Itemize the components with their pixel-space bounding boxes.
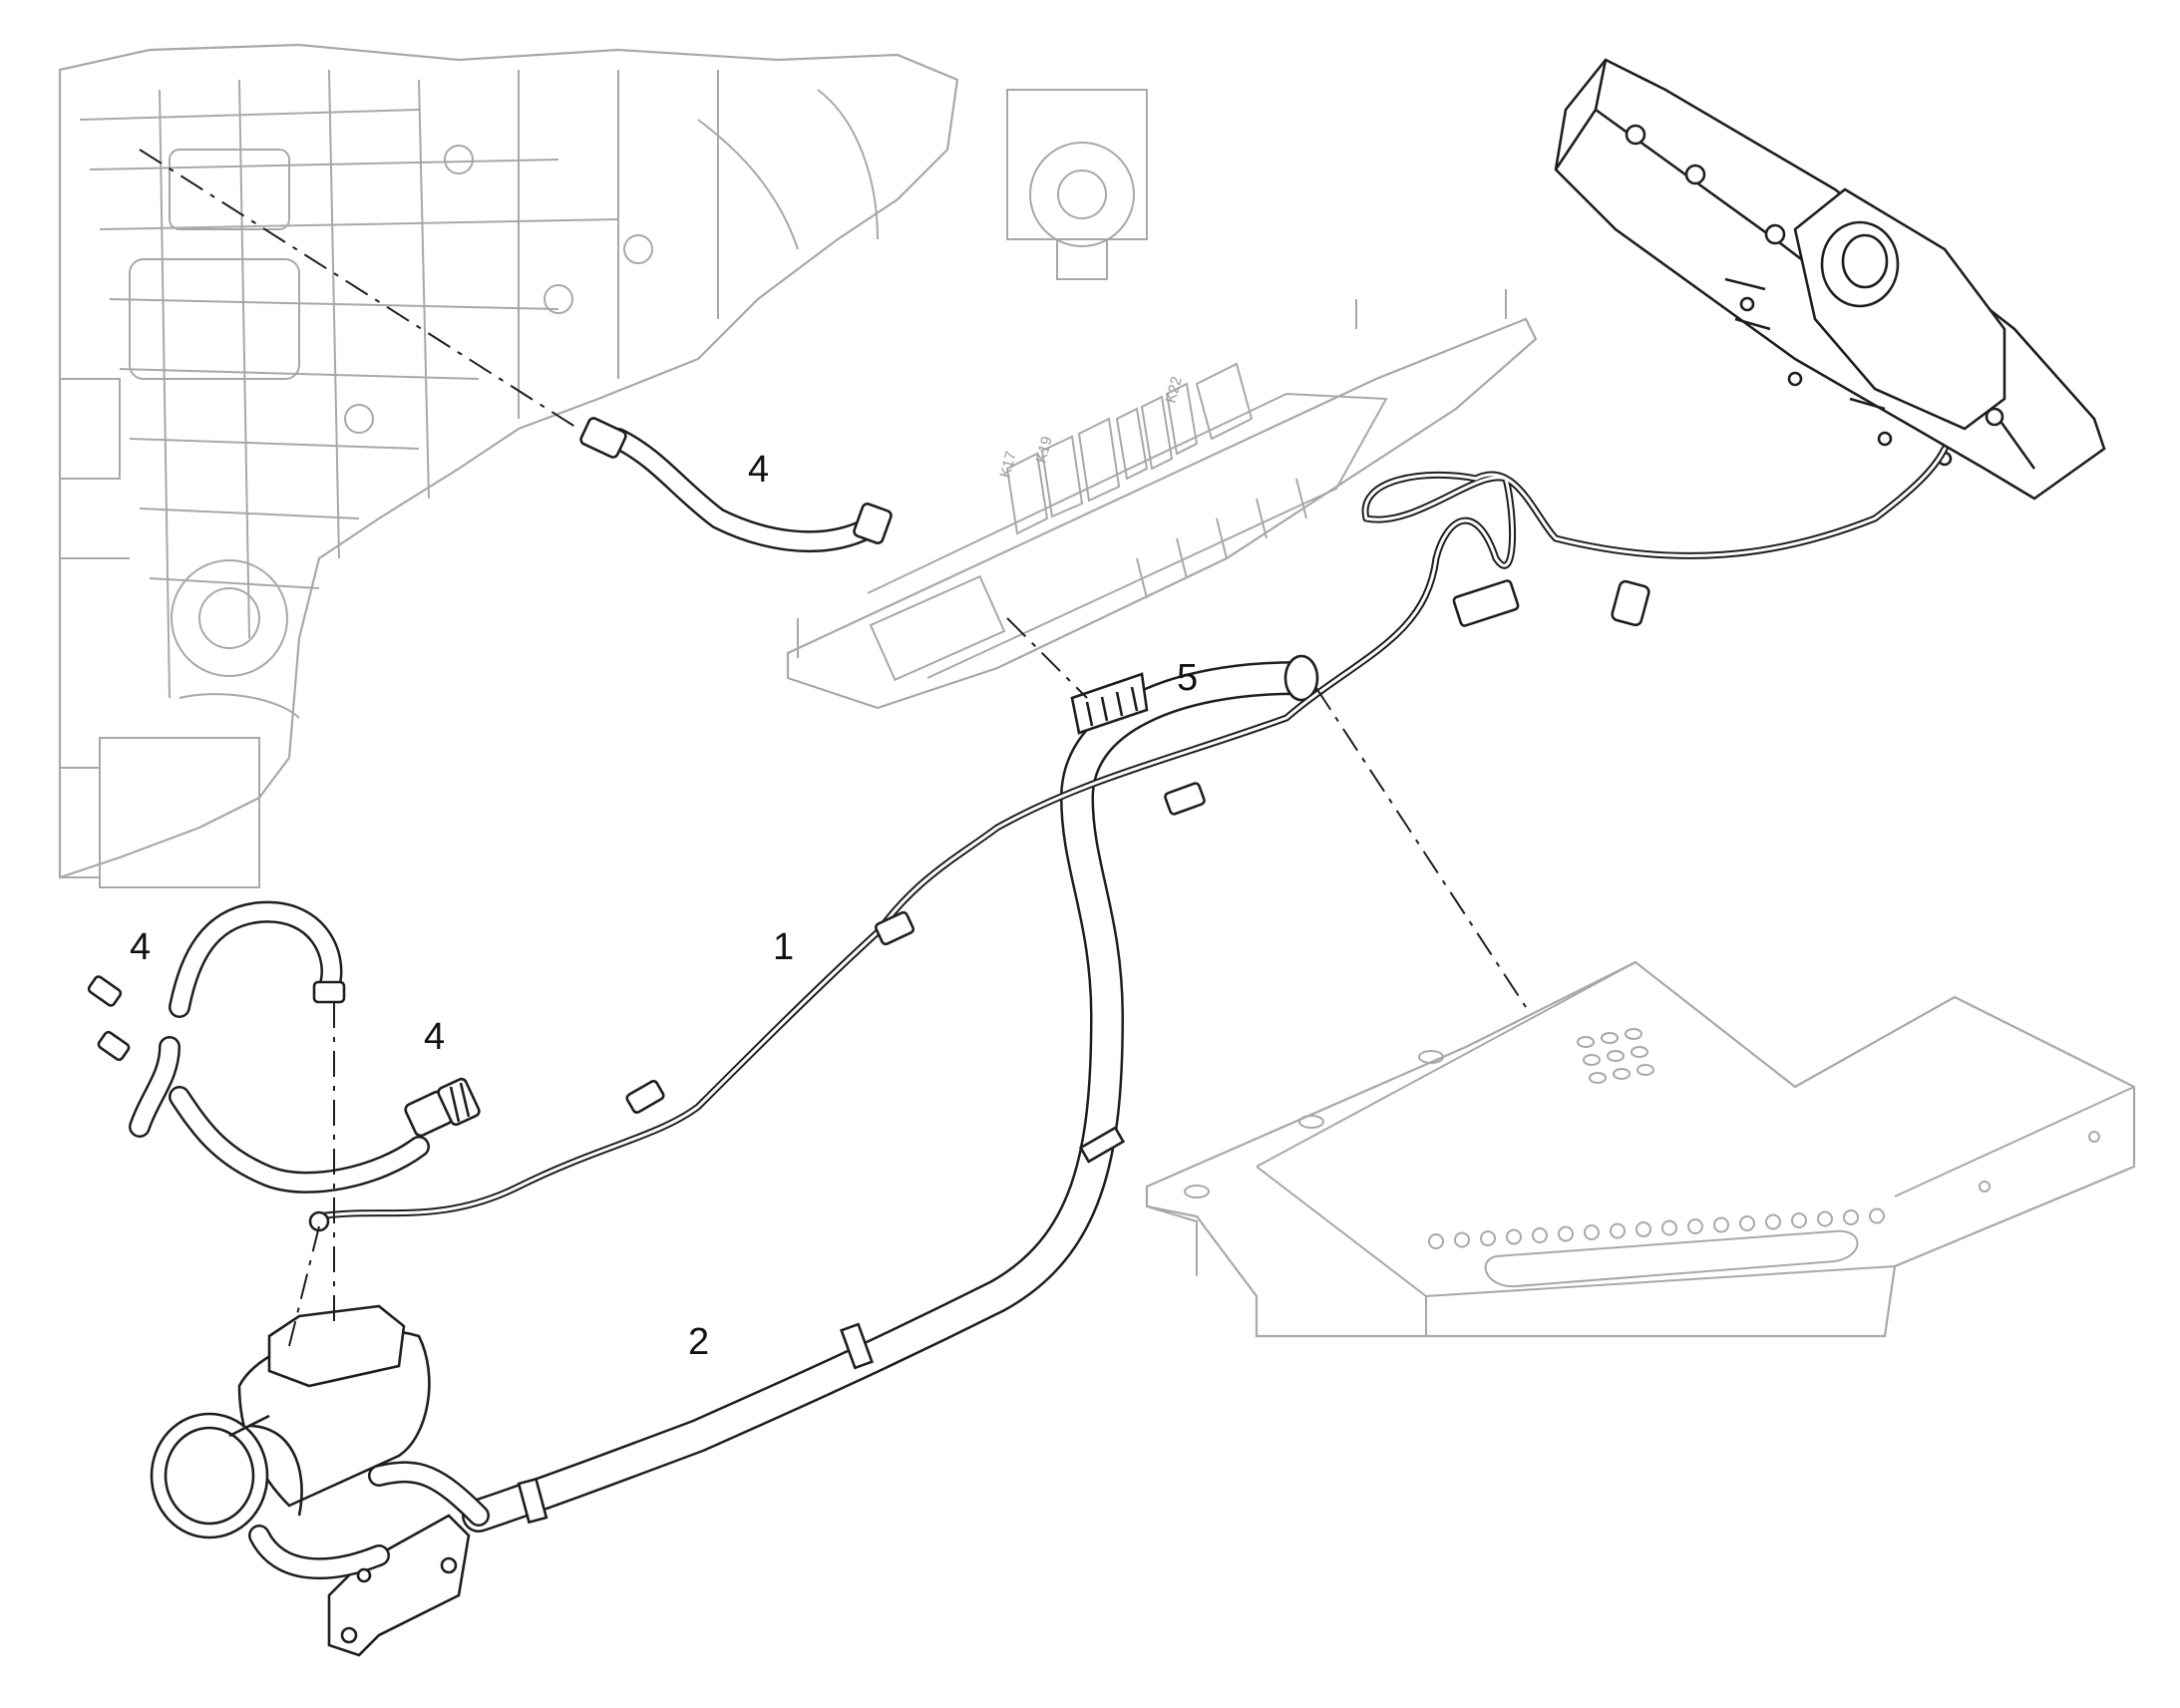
rivet <box>1610 1222 1626 1239</box>
rivet <box>1454 1231 1470 1248</box>
rivet <box>1506 1228 1522 1245</box>
callout-coolant-hose-main: 2 <box>688 1321 709 1363</box>
callout-relay-connector: 5 <box>1177 657 1198 699</box>
wire-harness <box>308 445 1949 1232</box>
rivet <box>1739 1215 1755 1231</box>
bolt-hole <box>1577 1036 1595 1048</box>
relay-connector <box>1070 672 1149 735</box>
relay-label-k22: K22 <box>1162 375 1185 405</box>
rivet <box>1480 1230 1496 1246</box>
rivet <box>1532 1227 1548 1243</box>
callout-hose-engine-top: 4 <box>748 449 769 491</box>
rivet <box>1713 1216 1729 1233</box>
bolt-hole <box>1636 1064 1654 1076</box>
rivet <box>1635 1221 1651 1237</box>
callout-hose-connector-left: 4 <box>424 1016 445 1058</box>
bolt-hole <box>1613 1068 1631 1080</box>
coolant-hose-main <box>462 654 1319 1533</box>
assembly-lines <box>139 149 1527 1347</box>
bolt-hole <box>1607 1050 1625 1062</box>
rivet <box>1843 1209 1859 1225</box>
rivet <box>1428 1233 1444 1249</box>
coolant-pump <box>150 1304 490 1657</box>
rivet <box>1584 1224 1600 1240</box>
bolt-hole <box>1631 1046 1648 1058</box>
rivet <box>1765 1213 1781 1230</box>
rivet <box>1661 1219 1677 1236</box>
rivet <box>1817 1210 1833 1227</box>
bolt-hole <box>1583 1054 1601 1066</box>
rivet <box>1869 1207 1885 1224</box>
expansion-tank <box>1554 58 2106 501</box>
hose-left <box>87 900 430 1194</box>
bolt-hole <box>1601 1032 1619 1044</box>
relay-label-k17: K17 <box>996 450 1019 480</box>
callout-wire-harness: 1 <box>773 926 794 968</box>
relay-label-k19: K19 <box>1032 435 1055 465</box>
bolt-hole <box>1589 1072 1607 1084</box>
callout-labels: 1 2 4 4 4 5 <box>130 449 1198 1363</box>
floor-bracket <box>1145 960 2136 1338</box>
bracket-holes <box>1428 1028 1885 1249</box>
callout-hose-left: 4 <box>130 926 151 968</box>
rivet <box>1791 1212 1807 1228</box>
hose-connector-left <box>404 1077 481 1138</box>
rivet <box>1558 1225 1574 1242</box>
rivet <box>1687 1218 1703 1234</box>
relay-panel: K17 K19 K22 <box>786 289 1538 710</box>
engine-block <box>58 43 1148 888</box>
hose-engine-top <box>579 417 893 553</box>
bolt-hole <box>1625 1028 1642 1040</box>
